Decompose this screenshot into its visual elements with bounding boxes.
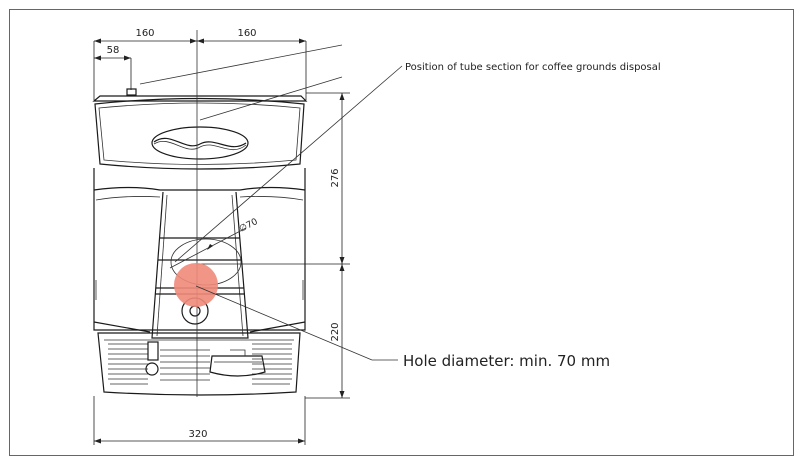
bottom-dimension bbox=[93, 396, 306, 445]
leader-lines bbox=[139, 44, 403, 361]
hole-diameter-annotation: Hole diameter: min. 70 mm bbox=[403, 352, 610, 370]
dim-top-right-label: 160 bbox=[237, 28, 256, 39]
diameter-label: ∅70 bbox=[238, 217, 260, 235]
machine-outline bbox=[92, 95, 308, 396]
drawing-frame bbox=[9, 9, 794, 456]
dim-offset-label: 58 bbox=[107, 45, 120, 56]
right-dimensions bbox=[197, 92, 350, 399]
dim-bottom-label: 320 bbox=[188, 429, 207, 440]
tube-section bbox=[169, 227, 247, 307]
hole-marker bbox=[174, 263, 218, 307]
top-dimensions bbox=[93, 38, 307, 100]
tube-position-annotation: Position of tube section for coffee grou… bbox=[405, 62, 661, 73]
dim-right-lower-label: 220 bbox=[330, 322, 341, 341]
dim-right-upper-label: 276 bbox=[330, 168, 341, 187]
dim-top-left-label: 160 bbox=[135, 28, 154, 39]
